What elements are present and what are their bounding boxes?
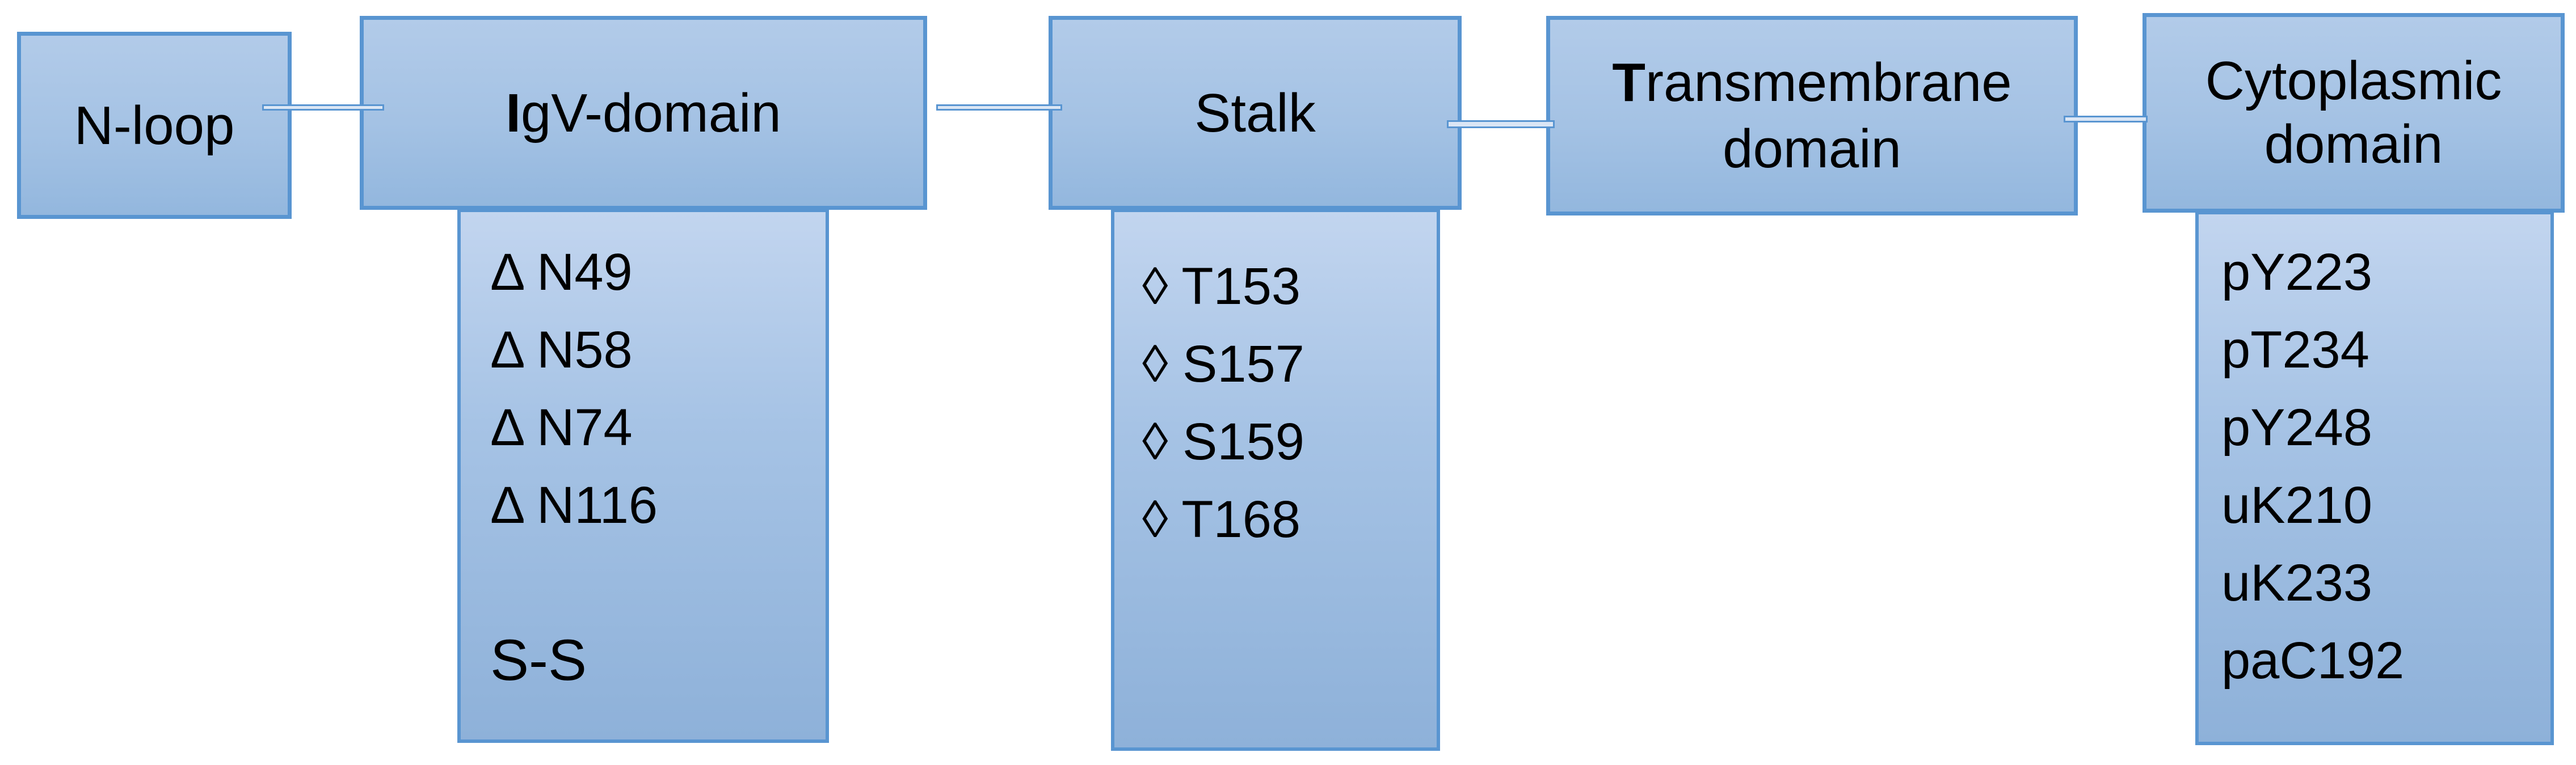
list-item: uK233 — [2221, 554, 2373, 612]
list-item: Δ N74 — [490, 399, 633, 457]
igv-domain-box: IgV-domain — [360, 16, 927, 210]
igv-modifications-box — [457, 209, 829, 743]
list-item: Δ N58 — [490, 321, 633, 379]
transmembrane-label-rest: ransmembrane — [1645, 52, 2012, 113]
cytoplasmic-label: Cytoplasmic domain — [2205, 49, 2502, 176]
cytoplasmic-label-line1: Cytoplasmic — [2205, 50, 2502, 111]
cytoplasmic-modifications-box — [2195, 211, 2554, 745]
list-item: Δ N116 — [490, 476, 658, 534]
igv-label-rest: gV-domain — [520, 82, 781, 143]
cytoplasmic-modifications-list: pY223 pT234 pY248 uK210 uK233 paC192 — [2195, 234, 2576, 700]
stalk-modifications-list: ◊ T153 ◊ S157 ◊ S159 ◊ T168 — [1111, 248, 1468, 559]
list-item: ◊ T153 — [1142, 257, 1301, 315]
stalk-domain-box: Stalk — [1049, 16, 1462, 210]
igv-label: IgV-domain — [506, 80, 781, 146]
nloop-label: N-loop — [74, 95, 235, 156]
transmembrane-label-bold: T — [1612, 52, 1646, 113]
stalk-label: Stalk — [1194, 82, 1316, 143]
nloop-domain-box: N-loop — [17, 32, 292, 219]
list-item: ◊ T168 — [1142, 491, 1301, 548]
connector-igv-stalk — [936, 104, 1062, 111]
list-item: Δ N49 — [490, 243, 633, 301]
list-item: pT234 — [2221, 321, 2369, 379]
cytoplasmic-label-line2: domain — [2264, 114, 2443, 175]
connector-nloop-igv — [262, 104, 384, 111]
igv-modifications-list: Δ N49 Δ N58 Δ N74 Δ N116 — [457, 234, 858, 544]
transmembrane-label-line2: domain — [1723, 119, 1901, 179]
transmembrane-label-line1: Transmembrane — [1612, 49, 2011, 116]
list-item: paC192 — [2221, 632, 2405, 690]
transmembrane-label: Transmembrane domain — [1612, 49, 2011, 182]
cytoplasmic-domain-box: Cytoplasmic domain — [2143, 13, 2565, 213]
transmembrane-domain-box: Transmembrane domain — [1546, 16, 2078, 215]
igv-label-bold: I — [506, 82, 521, 143]
stalk-modifications-box — [1111, 209, 1440, 751]
list-item: ◊ S159 — [1142, 413, 1304, 471]
connector-stalk-transmembrane — [1447, 120, 1555, 128]
list-item: uK210 — [2221, 476, 2373, 534]
list-item: pY248 — [2221, 399, 2373, 457]
list-item: pY223 — [2221, 243, 2373, 301]
disulfide-bond-label: S-S — [490, 628, 587, 692]
list-item: ◊ S157 — [1142, 335, 1304, 393]
connector-transmembrane-cytoplasmic — [2064, 116, 2148, 122]
